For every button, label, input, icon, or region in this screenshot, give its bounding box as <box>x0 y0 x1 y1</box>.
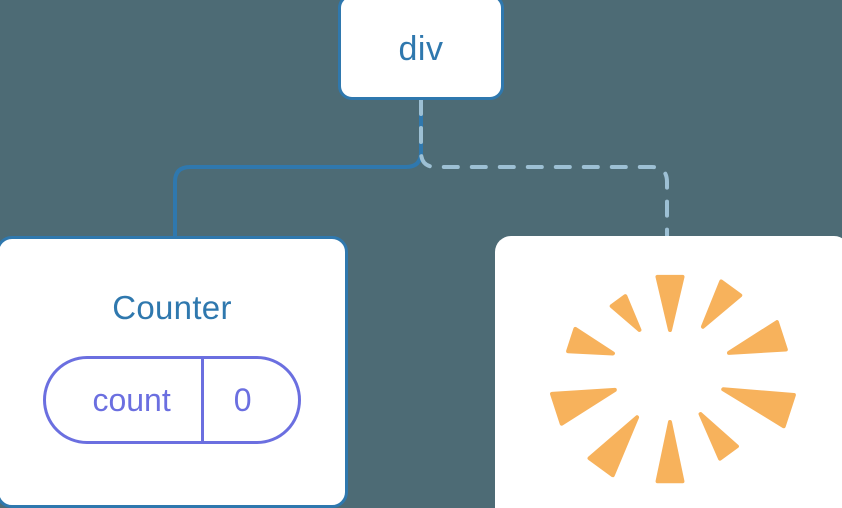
node-counter-label: Counter <box>112 289 232 326</box>
sparkle-ray-0 <box>655 274 685 332</box>
state-pill[interactable]: count 0 <box>43 356 301 444</box>
node-counter[interactable]: Counter count 0 <box>0 236 348 508</box>
sparkle-ray-group <box>550 274 796 484</box>
node-div[interactable]: div <box>338 0 504 100</box>
sparkle-ray-1 <box>700 279 743 329</box>
state-pill-key: count <box>92 382 171 418</box>
sparkle-ray-3 <box>721 387 796 429</box>
node-sparkle[interactable] <box>495 236 842 508</box>
sparkle-ray-7 <box>550 387 617 426</box>
edge-div-to-counter <box>173 98 423 242</box>
node-div-label: div <box>398 30 444 68</box>
sparkle-ray-6 <box>587 415 640 478</box>
state-pill-divider <box>200 359 204 441</box>
edge-div-to-sparkle <box>419 98 669 242</box>
sparkle-ray-4 <box>698 412 739 461</box>
sparkle-ray-9 <box>609 294 642 332</box>
sparkle-ray-2 <box>726 320 788 355</box>
sparkle-ray-5 <box>655 420 685 484</box>
state-pill-value: 0 <box>233 382 252 418</box>
render-burst-icon <box>550 274 796 484</box>
sparkle-ray-8 <box>566 326 615 356</box>
